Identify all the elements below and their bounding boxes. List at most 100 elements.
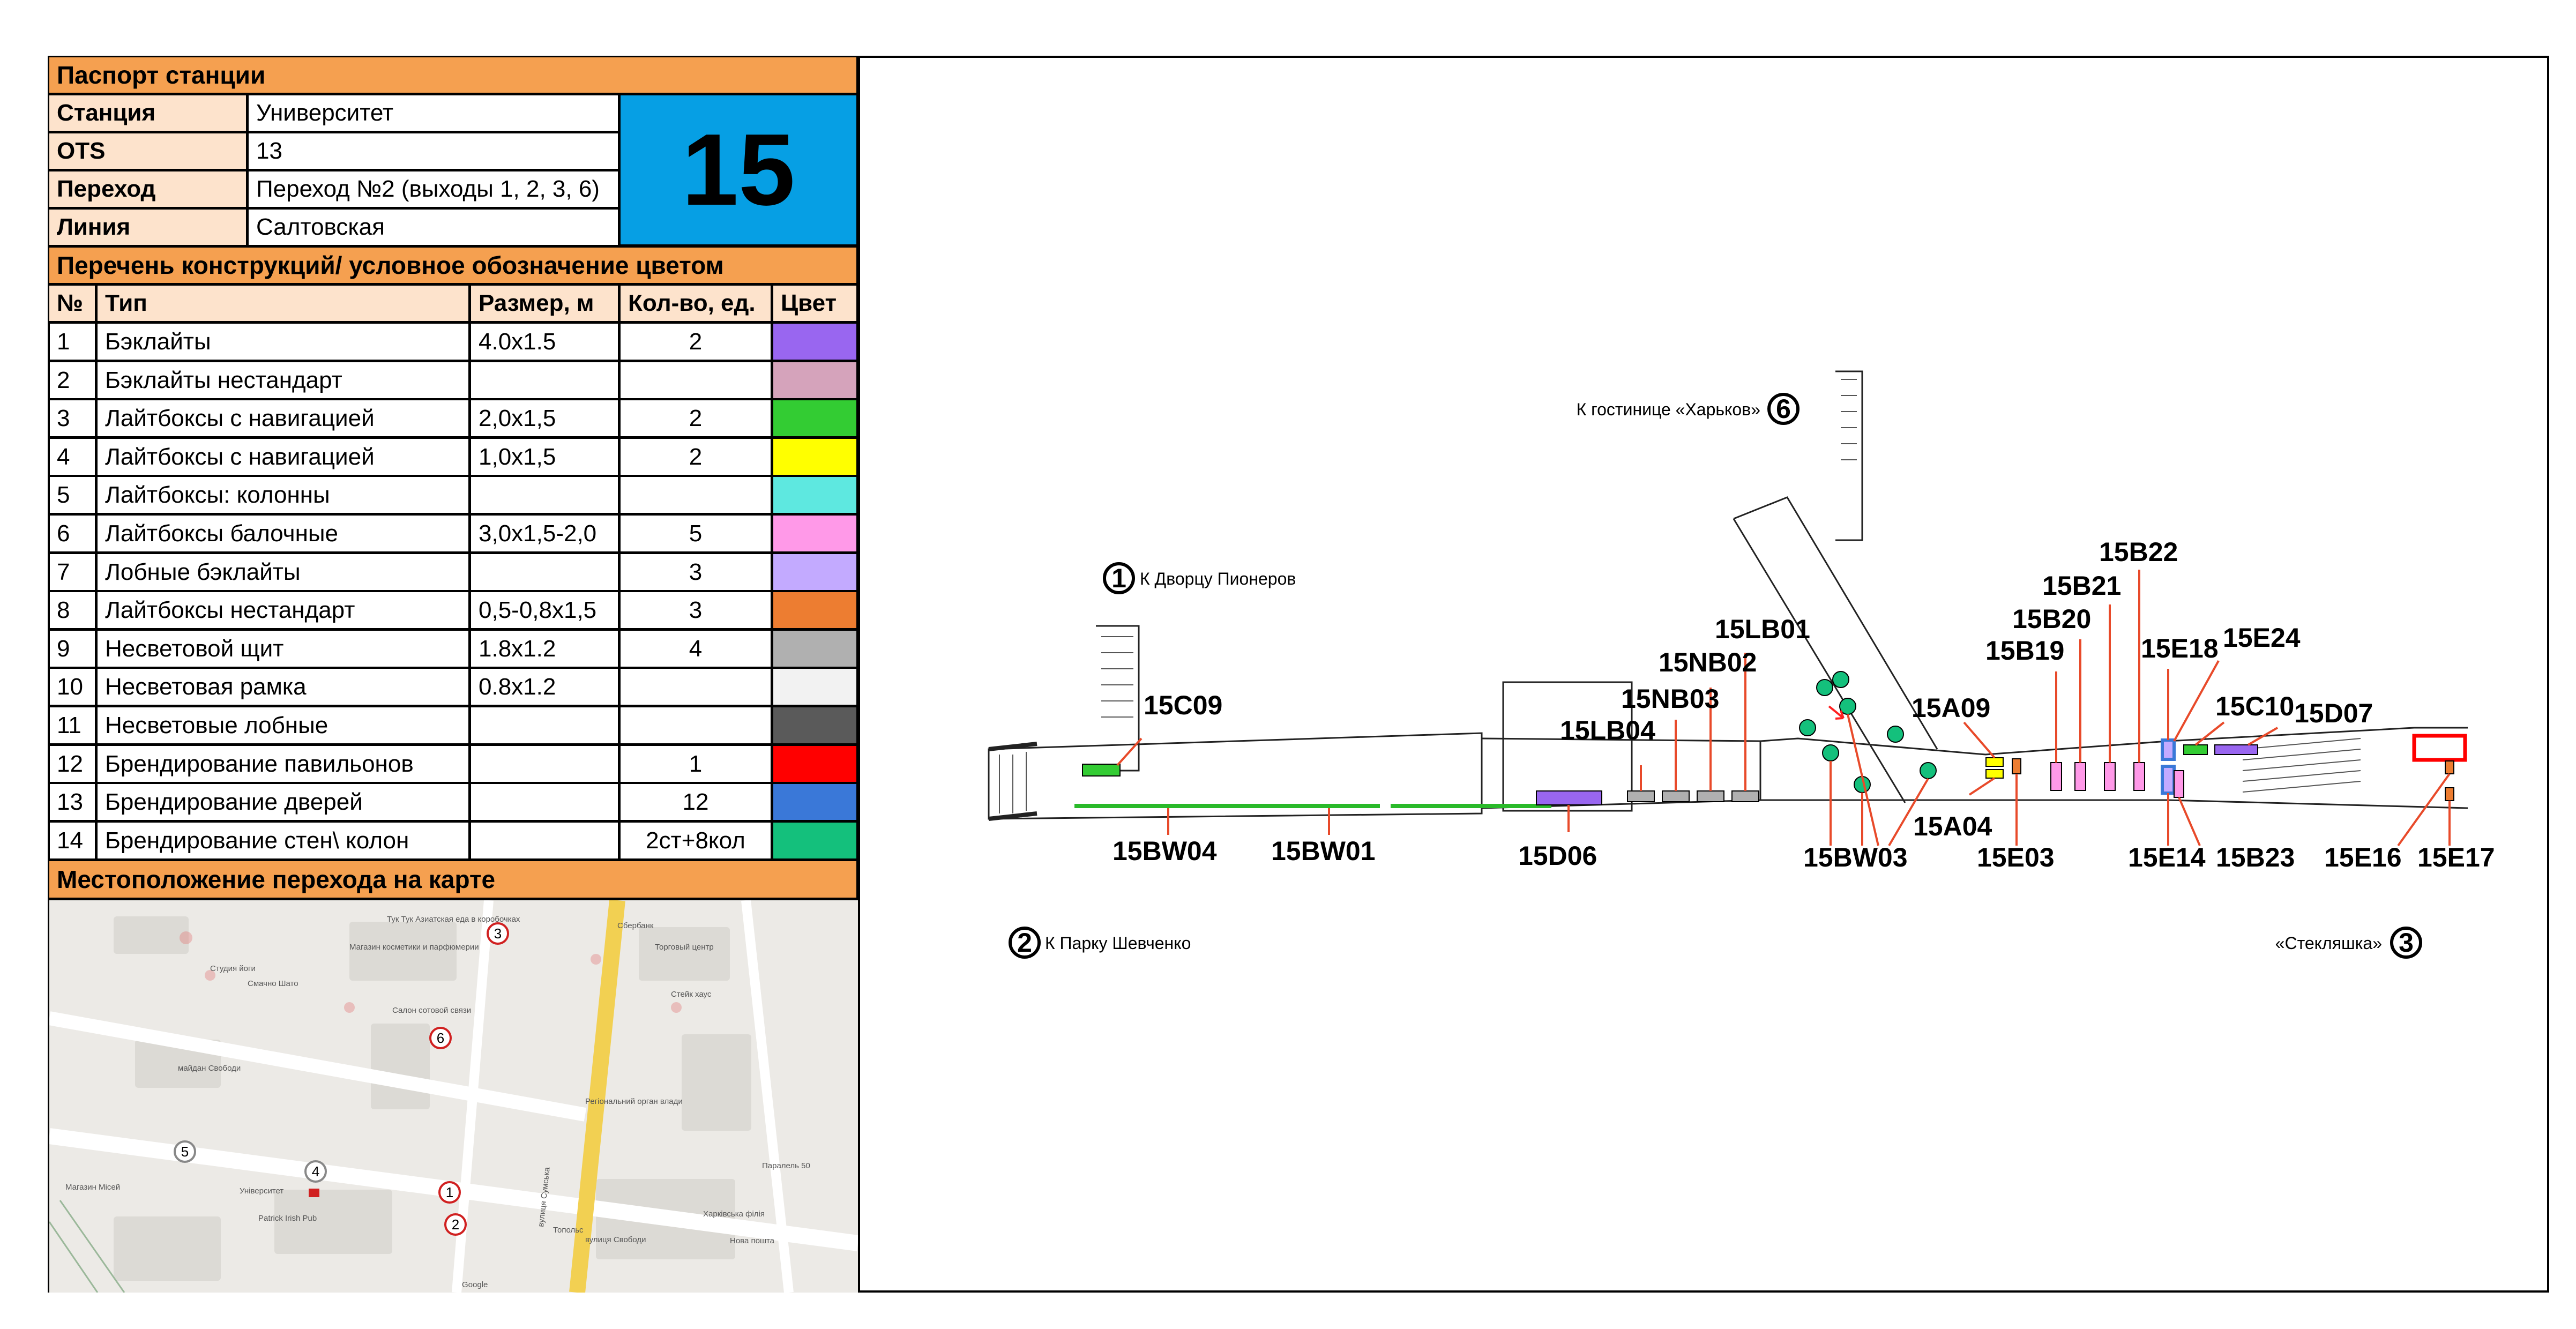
map-exit-marker: 6 (429, 1027, 452, 1049)
svg-text:1: 1 (446, 1184, 453, 1200)
svg-text:К Дворцу Пионеров: К Дворцу Пионеров (1140, 569, 1296, 588)
ots-value: 13 (247, 132, 619, 170)
map-exit-marker: 4 (304, 1160, 327, 1183)
color-swatch (772, 552, 858, 592)
svg-text:5: 5 (181, 1144, 189, 1160)
label-15E18: 15E18 (2141, 633, 2219, 663)
location-map[interactable]: Тук Тук Азиатская еда в коробочках Магаз… (49, 899, 858, 1293)
table-cell-size: 3,0x1,5-2,0 (469, 514, 619, 553)
table-cell-size (469, 744, 619, 783)
table-cell-size: 0.8x1.2 (469, 667, 619, 706)
svg-text:1: 1 (1111, 563, 1126, 593)
map-street: майдан Свободи (178, 1064, 241, 1073)
table-cell-size: 1.8x1.2 (469, 629, 619, 668)
label-15B23: 15B23 (2216, 842, 2295, 872)
table-cell-qty: 1 (619, 744, 772, 783)
passport-title: Паспорт станции (48, 56, 858, 94)
metro-icon (309, 1189, 319, 1197)
color-swatch (772, 514, 858, 553)
station-value: Университет (247, 94, 619, 132)
marker-15D06 (1536, 790, 1602, 805)
label-15C10: 15C10 (2215, 691, 2294, 721)
map-poi: Стейк хаус (671, 990, 712, 999)
map-poi: Магазин Місей (65, 1183, 120, 1192)
table-cell-qty: 2 (619, 399, 772, 438)
map-poi: Сбербанк (617, 921, 654, 930)
color-swatch (772, 591, 858, 630)
marker-15C09 (1082, 764, 1121, 777)
label-15BW03: 15BW03 (1803, 842, 1908, 872)
map-poi: Харківська філія (703, 1209, 765, 1219)
label-15NB02: 15NB02 (1659, 647, 1757, 677)
label-15BW01: 15BW01 (1271, 836, 1376, 866)
exit-3: 3 «Стекляшка» (2275, 927, 2422, 959)
table-cell-no: 14 (48, 821, 96, 860)
label-15NB03: 15NB03 (1621, 684, 1719, 714)
marker-15B22 (2133, 762, 2145, 791)
map-poi: Паралель 50 (762, 1161, 810, 1170)
line-value: Салтовская (247, 208, 619, 247)
label-15B20: 15B20 (2012, 604, 2091, 634)
exit-6: 6 К гостинице «Харьков» (1577, 393, 1800, 425)
table-cell-type: Несветовой щит (96, 629, 470, 668)
table-cell-no: 6 (48, 514, 96, 553)
map-poi: Магазин косметики и парфюмерии (349, 943, 479, 952)
color-swatch (772, 821, 858, 860)
marker-15E17 (2445, 787, 2454, 801)
table-cell-no: 5 (48, 475, 96, 514)
location-title: Местоположение перехода на карте (48, 860, 858, 899)
label-15A04: 15A04 (1913, 811, 1992, 841)
table-cell-type: Лобные бэклайты (96, 552, 470, 592)
table-cell-qty (619, 706, 772, 745)
table-cell-qty: 4 (619, 629, 772, 668)
transition-label: Переход (48, 170, 248, 208)
table-cell-type: Бэклайты (96, 322, 470, 361)
marker-15E14 (2161, 765, 2176, 795)
marker-15B21 (2104, 762, 2116, 791)
map-poi: Салон сотовой связи (392, 1006, 471, 1015)
marker-15E16 (2445, 760, 2454, 774)
marker-15B20 (2074, 762, 2086, 791)
svg-text:4: 4 (312, 1163, 319, 1179)
marker-15B19 (2050, 762, 2062, 791)
table-cell-no: 4 (48, 437, 96, 476)
table-cell-no: 8 (48, 591, 96, 630)
table-cell-type: Лайтбоксы с навигацией (96, 437, 470, 476)
label-15E03: 15E03 (1977, 842, 2055, 872)
marker-15BW04 (1074, 804, 1380, 808)
map-street: вулиця Свободи (585, 1235, 646, 1244)
label-15LB01: 15LB01 (1715, 614, 1810, 644)
table-cell-no: 11 (48, 706, 96, 745)
table-cell-qty: 3 (619, 591, 772, 630)
table-cell-size (469, 821, 619, 860)
marker-15A04 (1985, 769, 2004, 779)
label-15E24: 15E24 (2223, 623, 2301, 653)
table-cell-size (469, 475, 619, 514)
table-cell-qty: 3 (619, 552, 772, 592)
marker-15NB02 (1697, 790, 1724, 802)
label-15E17: 15E17 (2417, 842, 2495, 872)
table-cell-type: Лайтбоксы: колонны (96, 475, 470, 514)
map-poi: Топольс (553, 1226, 584, 1235)
col-header-qty: Кол-во, ед. (619, 284, 772, 323)
map-poi: Студия йоги (210, 964, 256, 973)
map-poi: Тук Тук Азиатская еда в коробочках (387, 915, 520, 924)
table-cell-no: 12 (48, 744, 96, 783)
table-cell-size: 4.0x1.5 (469, 322, 619, 361)
table-cell-no: 7 (48, 552, 96, 592)
table-cell-no: 2 (48, 361, 96, 400)
svg-text:2: 2 (452, 1216, 459, 1233)
table-cell-no: 13 (48, 782, 96, 822)
table-cell-type: Несветовые лобные (96, 706, 470, 745)
table-cell-qty: 2 (619, 437, 772, 476)
marker-15E18 (2161, 738, 2176, 761)
label-15B19: 15B19 (1985, 636, 2064, 666)
color-swatch (772, 667, 858, 706)
marker-15E24 (2412, 734, 2467, 762)
svg-text:3: 3 (494, 925, 502, 942)
label-15BW04: 15BW04 (1112, 836, 1217, 866)
map-exit-marker: 1 (438, 1181, 461, 1204)
table-cell-qty (619, 667, 772, 706)
marker-15BW03 (1799, 671, 1937, 793)
station-label: Станция (48, 94, 248, 132)
